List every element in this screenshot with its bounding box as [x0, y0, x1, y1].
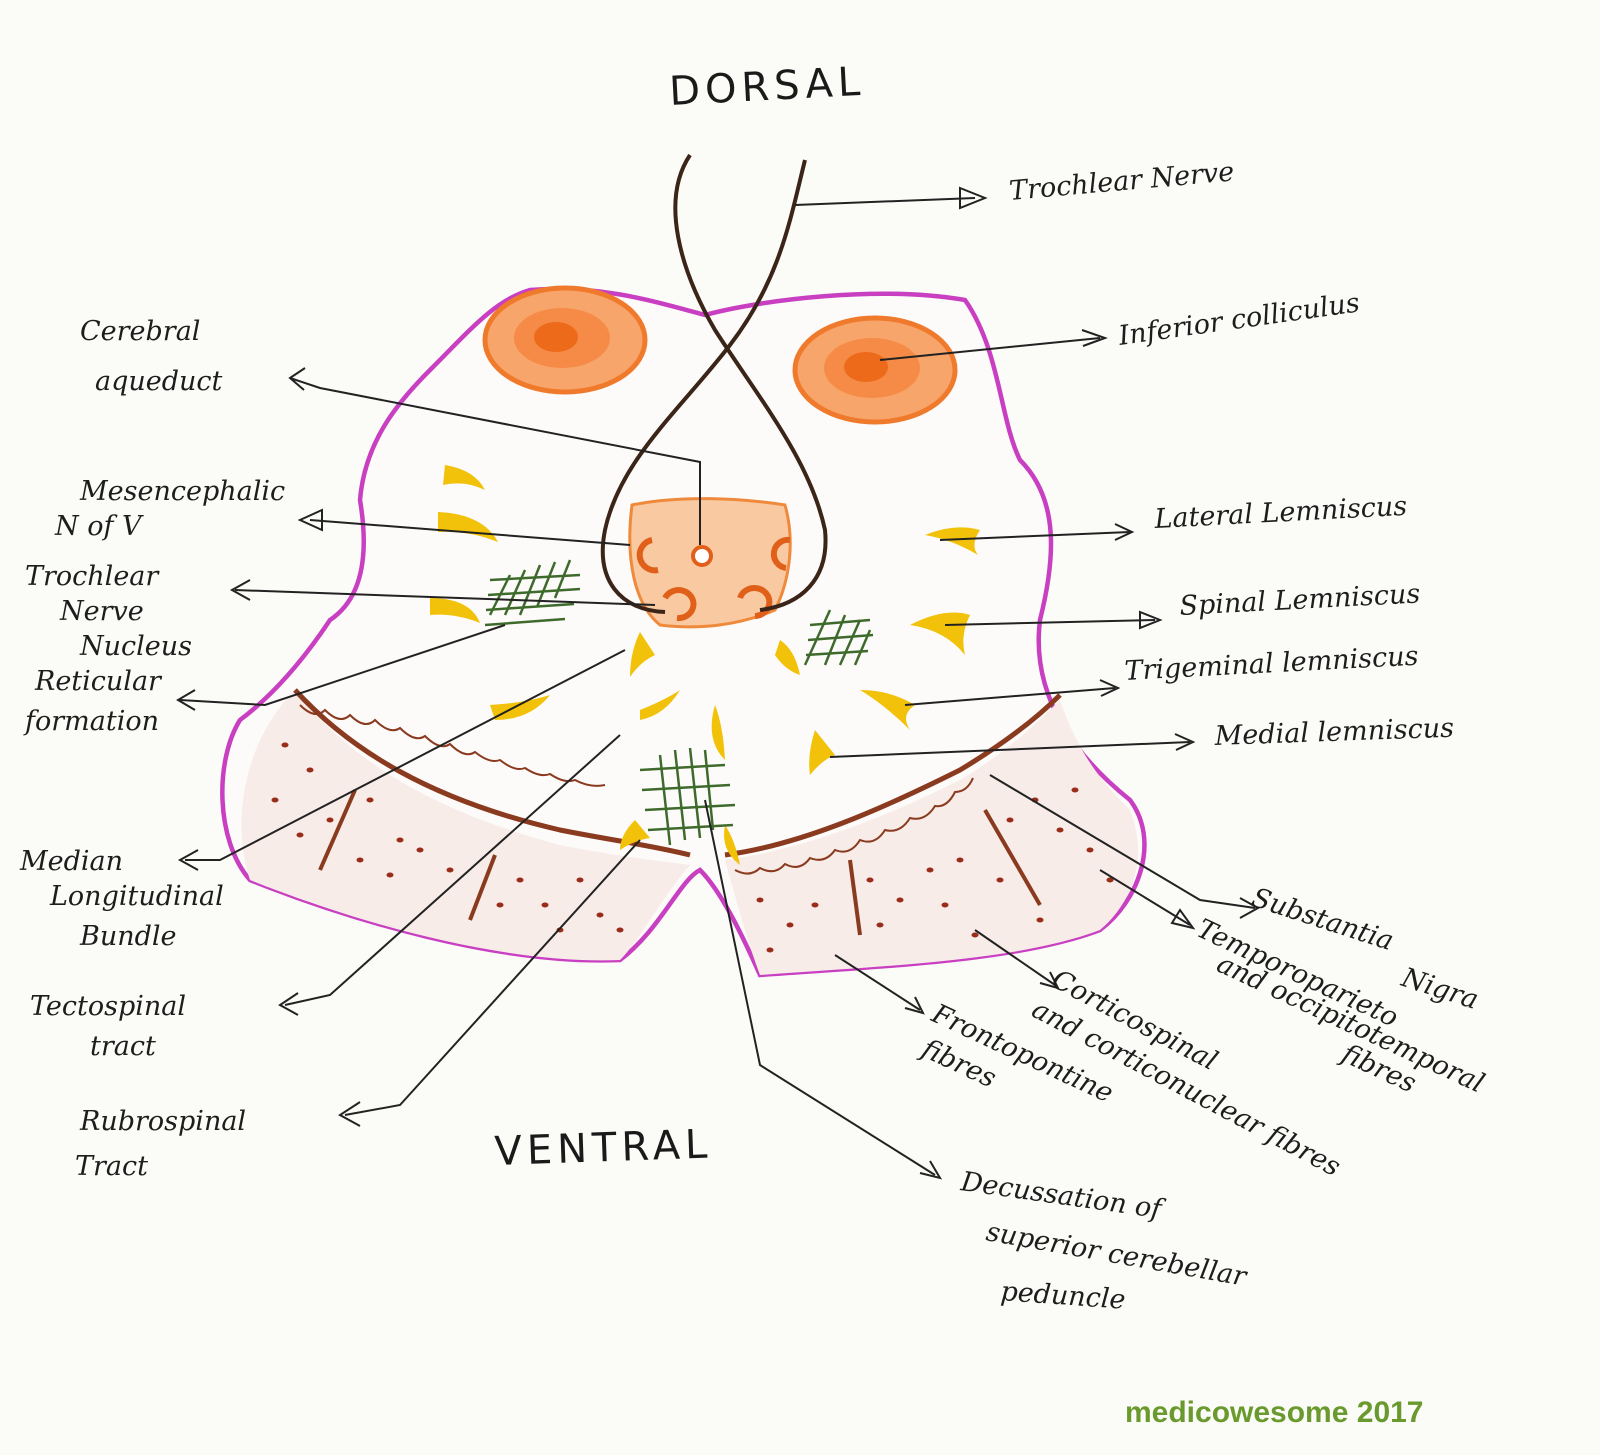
label-rubrospinal-1: Rubrospinal	[79, 1106, 246, 1137]
label-mesencephalic-2: N of V	[54, 511, 144, 542]
watermark: medicowesome 2017	[1125, 1396, 1424, 1429]
crus-dot	[896, 897, 904, 903]
crus-dot	[416, 847, 424, 853]
label-trigeminal-lemniscus: Trigeminal lemniscus	[1124, 641, 1419, 687]
crus-dot	[356, 857, 364, 863]
label-mlf-1: Median	[19, 846, 123, 877]
substantia-nigra-left	[293, 688, 691, 858]
substantia-nigra-right-wavy	[734, 777, 974, 875]
mesencephalic-nucleus-left	[636, 537, 659, 574]
cerebral-aqueduct	[691, 545, 713, 567]
crus-dot	[786, 922, 794, 928]
label-inferior-colliculus: Inferior colliculus	[1116, 287, 1362, 352]
reticular-formation-hatch	[484, 559, 581, 627]
reticular-formation-hatch-right	[803, 609, 874, 666]
crus-dot	[1071, 787, 1079, 793]
crus-dot	[941, 902, 949, 908]
crus-dot	[1006, 817, 1014, 823]
label-mlf-3: Bundle	[79, 921, 177, 952]
label-mlf-2: Longitudinal	[49, 881, 224, 912]
label-dorsal: DORSAL	[668, 59, 866, 115]
leader-lines	[176, 186, 1261, 1180]
label-reticular-2: formation	[23, 706, 159, 737]
label-trochlear-nucleus-2: Nerve	[59, 596, 144, 627]
label-tectospinal-1: Tectospinal	[30, 991, 186, 1022]
crus-dot	[496, 902, 504, 908]
label-tectospinal-2: tract	[90, 1031, 156, 1062]
crus-dot	[541, 902, 549, 908]
crus-fibre-lines	[318, 789, 1042, 936]
label-lateral-lemniscus: Lateral Lemniscus	[1153, 491, 1408, 535]
inferior-colliculus-right	[792, 315, 958, 425]
trochlear-nucleus-left	[662, 587, 697, 622]
crus-dot	[1056, 827, 1064, 833]
label-substantia-nigra-2: Nigra	[1397, 962, 1482, 1016]
crus-dot	[1106, 877, 1114, 883]
crus-dot	[956, 857, 964, 863]
label-decussation-3: peduncle	[1000, 1276, 1127, 1316]
crus-dot	[306, 767, 314, 773]
mesencephalic-nucleus-right	[770, 536, 791, 571]
label-rubrospinal-2: Tract	[75, 1151, 148, 1182]
label-trochlear-nerve: Trochlear Nerve	[1008, 156, 1235, 207]
label-cerebral-aqueduct-1: Cerebral	[80, 316, 200, 347]
label-medial-lemniscus: Medial lemniscus	[1213, 713, 1454, 752]
label-cerebral-aqueduct-2: aqueduct	[95, 366, 223, 397]
crus-dot	[926, 867, 934, 873]
crus-dot	[811, 902, 819, 908]
crus-dot	[1036, 917, 1044, 923]
label-spinal-lemniscus: Spinal Lemniscus	[1179, 578, 1421, 622]
crus-dot	[366, 797, 374, 803]
crus-dot	[596, 912, 604, 918]
crus-cerebri-left	[241, 690, 690, 961]
substantia-nigra-right	[724, 693, 1062, 858]
label-mesencephalic-1: Mesencephalic	[79, 476, 285, 507]
crus-dot	[576, 877, 584, 883]
crus-dot	[281, 742, 289, 748]
crus-dot	[296, 832, 304, 838]
inferior-colliculus-left	[482, 285, 648, 395]
crus-dot	[386, 872, 394, 878]
label-ventral: VENTRAL	[494, 1121, 713, 1175]
crus-dot	[756, 897, 764, 903]
trochlear-nucleus-right	[737, 585, 773, 619]
crus-dots	[271, 742, 1114, 953]
crus-dot	[996, 877, 1004, 883]
label-reticular-1: Reticular	[34, 666, 163, 697]
decussation-hatch	[639, 747, 736, 846]
crus-dot	[396, 837, 404, 843]
crus-dot	[516, 877, 524, 883]
label-temporopontine-2: and occipitotemporal	[1212, 948, 1489, 1099]
substantia-nigra-left-wavy	[299, 704, 606, 787]
trochlear-nerve-2	[600, 159, 807, 614]
crus-dot	[1086, 847, 1094, 853]
crus-cerebri-right	[725, 700, 1139, 975]
crus-dot	[766, 947, 774, 953]
crus-dot	[446, 867, 454, 873]
crus-dot	[866, 877, 874, 883]
crus-dot	[876, 922, 884, 928]
label-trochlear-nucleus-1: Trochlear	[25, 561, 160, 592]
crus-dot	[971, 932, 979, 938]
crus-dot	[271, 797, 279, 803]
trochlear-nerve	[673, 153, 828, 612]
crus-dot	[616, 927, 624, 933]
label-trochlear-nucleus-3: Nucleus	[79, 631, 192, 662]
crus-dot	[326, 817, 334, 823]
